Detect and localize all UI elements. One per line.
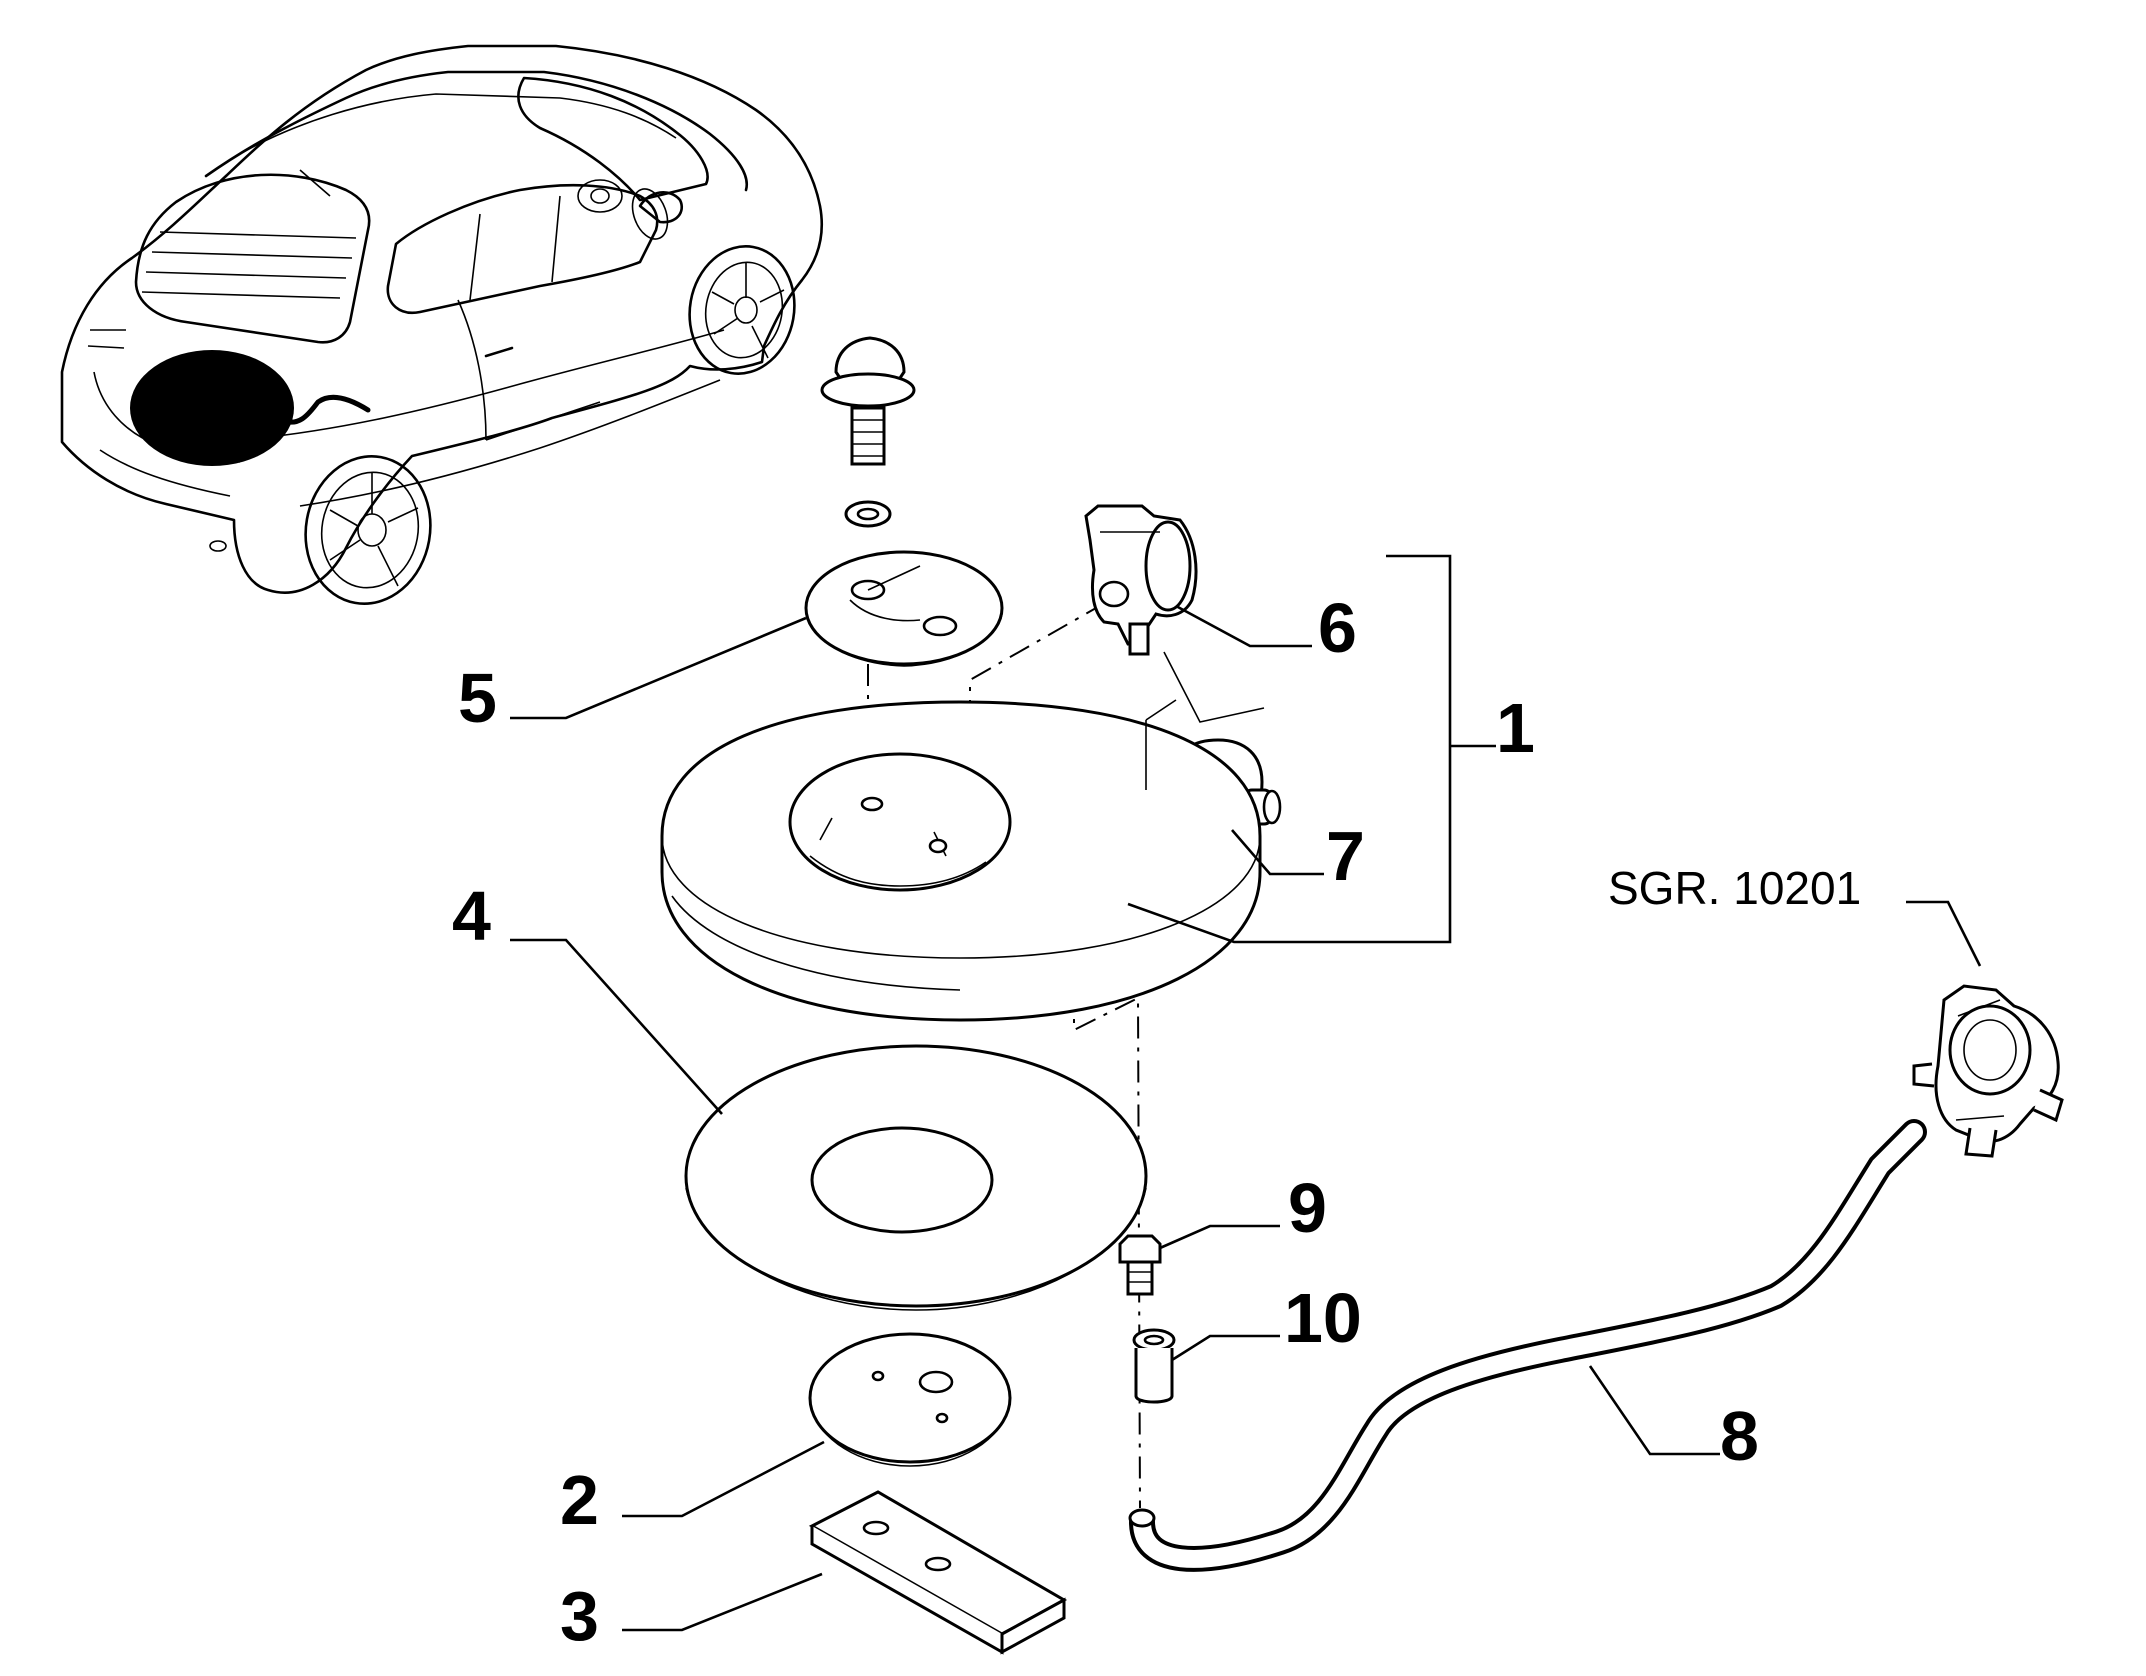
bolt-part-icon — [820, 336, 916, 528]
car-illustration-icon — [60, 44, 824, 605]
callout-7: 7 — [1326, 817, 1365, 895]
leader-lines — [510, 554, 1982, 1632]
callout-6: 6 — [1318, 589, 1357, 667]
callout-10: 10 — [1284, 1279, 1362, 1357]
hose-part-icon — [1128, 1119, 1927, 1572]
bushing-part-icon — [1132, 1328, 1176, 1404]
callout-5: 5 — [458, 659, 497, 737]
bracket-part-icon — [808, 1490, 1068, 1655]
valve-part-icon — [1084, 504, 1198, 656]
callout-4: 4 — [452, 877, 491, 955]
reducer-part-icon — [1912, 984, 2064, 1158]
disc-part-icon — [808, 1332, 1012, 1467]
callouts: 5 6 1 7 4 9 10 8 2 3 SGR. 10201 — [452, 589, 1861, 1655]
callout-3: 3 — [560, 1577, 599, 1655]
tank-location-highlight-icon — [130, 350, 294, 466]
reference-label: SGR. 10201 — [1608, 862, 1861, 914]
lpg-tank-part-icon — [660, 700, 1262, 1022]
cover-plate-part-icon — [804, 550, 1004, 667]
callout-1: 1 — [1496, 689, 1535, 767]
screw-part-icon — [1118, 1234, 1162, 1296]
ring-disc-part-icon — [684, 1044, 1148, 1311]
callout-9: 9 — [1288, 1169, 1327, 1247]
callout-2: 2 — [560, 1461, 599, 1539]
callout-8: 8 — [1720, 1397, 1759, 1475]
